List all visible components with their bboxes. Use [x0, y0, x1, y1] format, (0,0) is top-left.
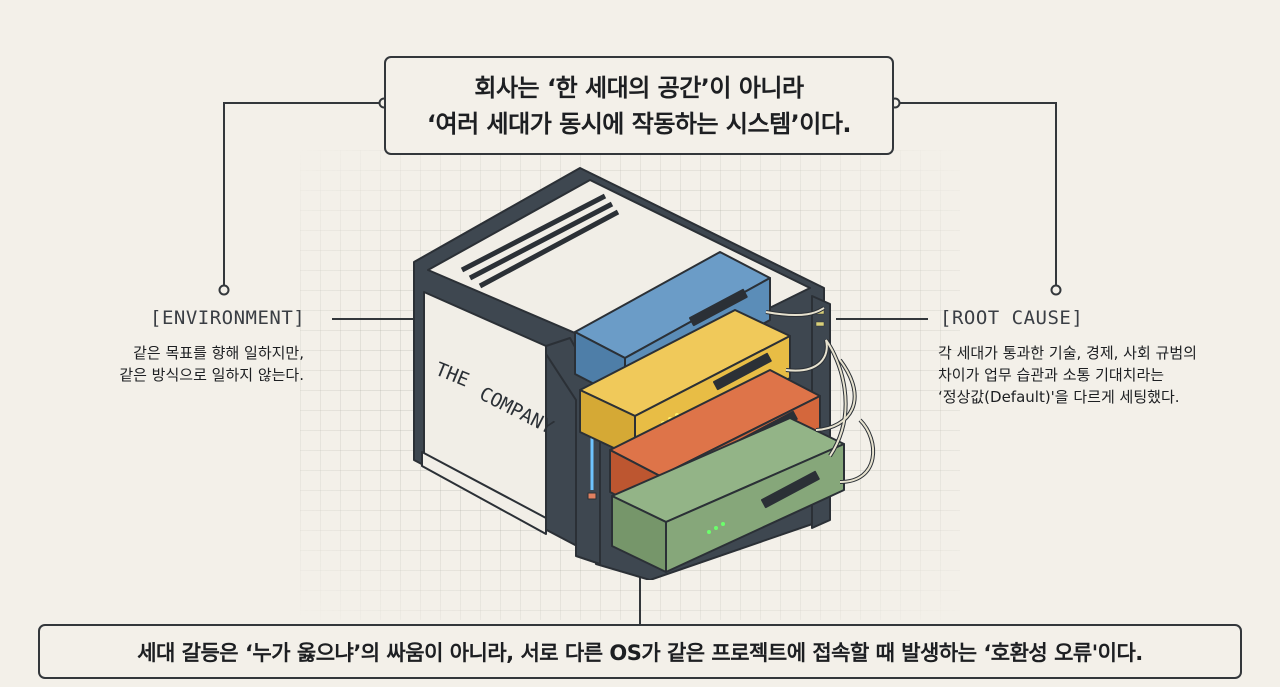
- root-cause-description: 각 세대가 통과한 기술, 경제, 사회 규범의 차이가 업무 습관과 소통 기…: [938, 342, 1197, 408]
- environment-tag: [ENVIRONMENT]: [150, 307, 306, 329]
- headline-line-2: ‘여러 세대가 동시에 작동하는 시스템’이다.: [426, 109, 852, 138]
- environment-line-2: 같은 방식으로 일하지 않는다.: [119, 366, 304, 384]
- root-cause-line-1: 각 세대가 통과한 기술, 경제, 사회 규범의: [938, 344, 1197, 362]
- company-server-case-illustration: THE COMPANY: [413, 167, 875, 580]
- environment-line-1: 같은 목표를 향해 일하지만,: [133, 344, 304, 362]
- root-cause-line-2: 차이가 업무 습관과 소통 기대치라는: [938, 366, 1165, 384]
- headline-box: 회사는 ‘한 세대의 공간’이 아니라 ‘여러 세대가 동시에 작동하는 시스템…: [384, 56, 894, 155]
- node-dot: [218, 284, 230, 296]
- conclusion-box: 세대 갈등은 ‘누가 옳으냐’의 싸움이 아니라, 서로 다른 OS가 같은 프…: [38, 624, 1242, 679]
- environment-description: 같은 목표를 향해 일하지만, 같은 방식으로 일하지 않는다.: [119, 342, 304, 386]
- conclusion-text: 세대 갈등은 ‘누가 옳으냐’의 싸움이 아니라, 서로 다른 OS가 같은 프…: [137, 640, 1143, 665]
- root-cause-tag: [ROOT CAUSE]: [940, 307, 1084, 329]
- node-dot: [1050, 284, 1062, 296]
- headline-line-1: 회사는 ‘한 세대의 공간’이 아니라: [474, 73, 804, 102]
- root-cause-line-3: ‘정상값(Default)'을 다르게 세팅했다.: [938, 388, 1180, 406]
